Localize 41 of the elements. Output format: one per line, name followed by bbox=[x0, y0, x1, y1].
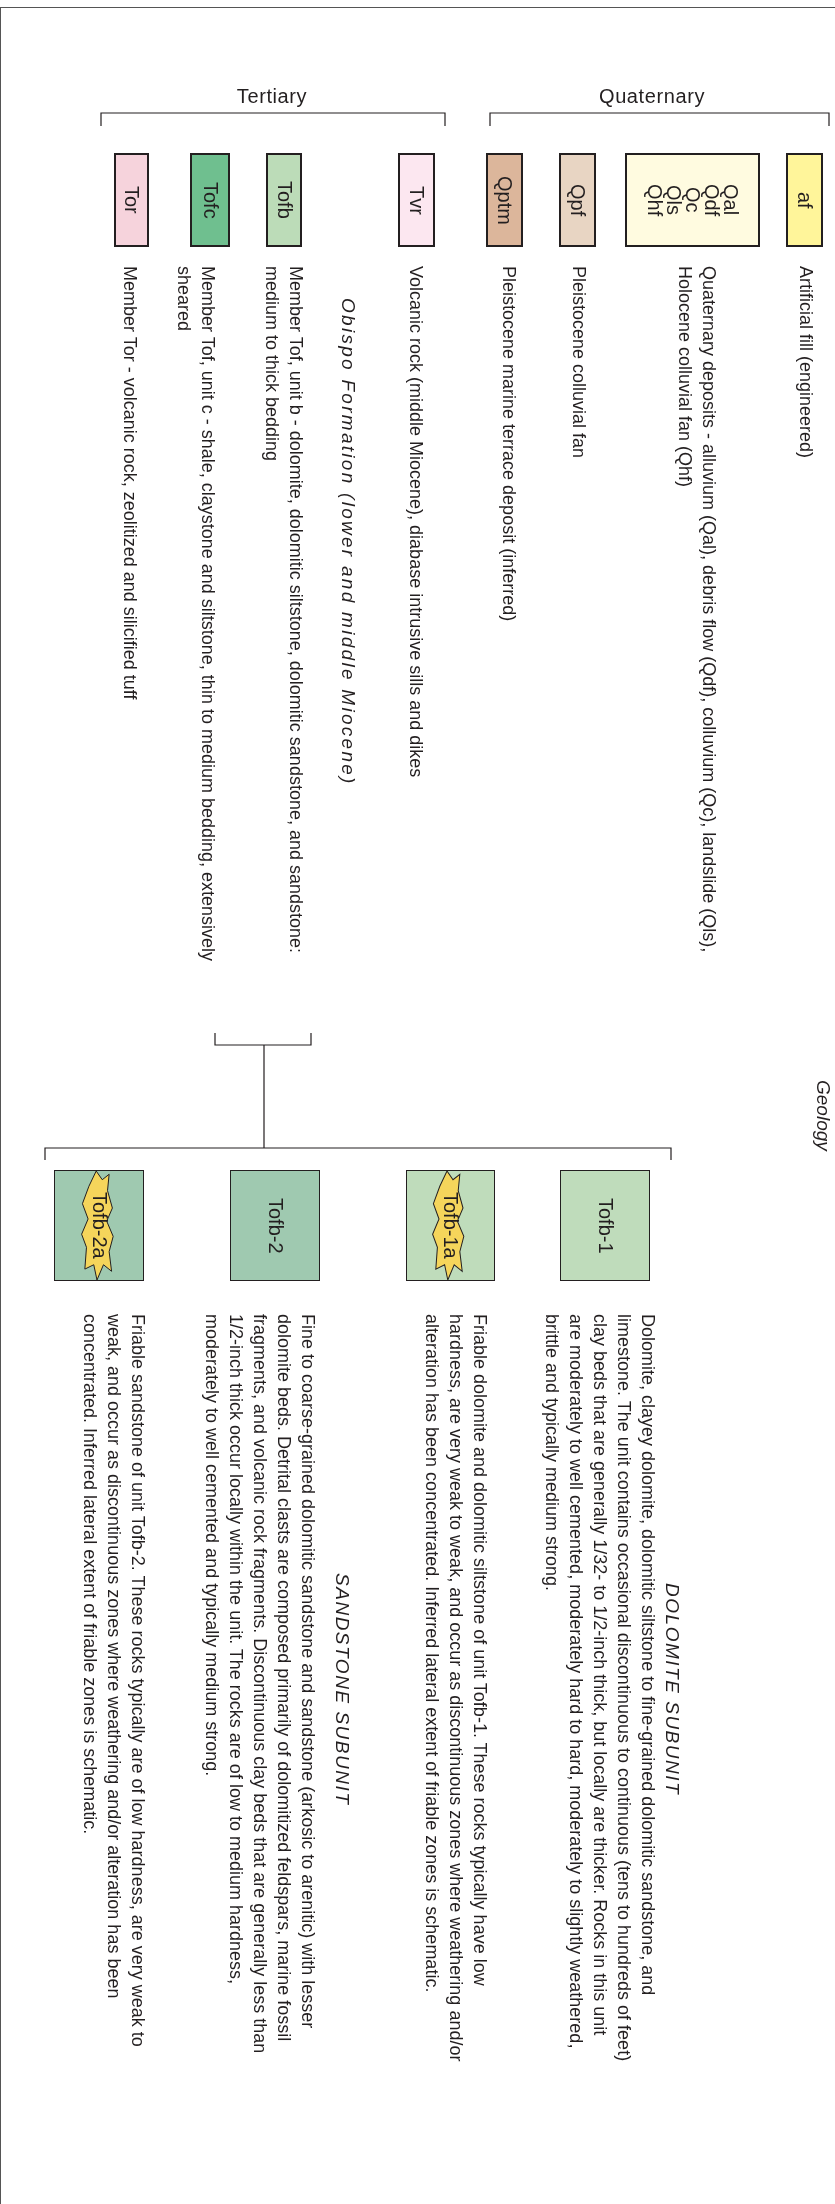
unit-swatch bbox=[786, 153, 823, 247]
formation-heading: Obispo Formation (lower and middle Miocene) bbox=[337, 298, 360, 788]
unit-swatch bbox=[486, 153, 523, 247]
unit-swatch bbox=[560, 1170, 650, 1281]
unit-symbol: Tofb bbox=[274, 181, 294, 219]
unit-swatch bbox=[114, 153, 149, 247]
unit-symbol: Tofc bbox=[200, 181, 220, 219]
unit-description: Dolomite, clayey dolomite, dolomitic siltstone to fine-grained dolomitic sandstone, and limestone. The unit contains occasional discontinuous to continuous (tens to hundreds of feet) clay beds that are generally 1/32- to 1/2-inch thick, but locally are thicker. Rocks in this unit are moderately to well cemented, moderately hard to hard, moderately to slightly weathered, brittle and typically medium strong. bbox=[541, 1314, 659, 2064]
unit-swatch bbox=[625, 153, 760, 247]
unit-symbol: Tvr bbox=[407, 185, 426, 215]
unit-description: Member Tof, unit c - shale, claystone and siltstone, thin to medium bedding, extensively sheared bbox=[173, 266, 219, 964]
unit-description: Friable dolomite and dolomitic siltstone of unit Tofb-1. These rocks typically have low hardness, are very weak to weak, and occur as discontinuous zones where weathering and/or alteration has been concentrated. Inferred lateral extent of friable zones is schematic. bbox=[421, 1314, 491, 2064]
unit-swatch bbox=[190, 153, 230, 247]
subunit-heading: DOLOMITE SUBUNIT bbox=[661, 1581, 684, 1798]
subunit-heading: SANDSTONE SUBUNIT bbox=[331, 1571, 354, 1808]
group-heading: Tertiary bbox=[235, 84, 309, 108]
unit-swatch bbox=[559, 153, 596, 247]
unit-swatch bbox=[398, 153, 435, 247]
unit-swatch bbox=[406, 1170, 495, 1281]
unit-description: Fine to coarse-grained dolomitic sandstone and sandstone (arkosic to arenitic) with lesser dolomite beds. Detrital clasts are composed primarily of dolomitized feldspars, marine fossil fragments, and volcanic rock fragments. Discontinuous clay beds that are generally less than 1/2-inch thick occur locally within the unit. The rocks are of low to medium hardness, moderately to well cemented and typically medium strong. bbox=[201, 1314, 319, 2056]
unit-symbol: Tofb-2a bbox=[89, 1192, 109, 1259]
unit-symbol: Tor bbox=[122, 186, 141, 214]
unit-symbol: af bbox=[795, 191, 814, 209]
unit-description: Member Tor - volcanic rock, zeolitized and silicified tuff bbox=[119, 266, 141, 702]
unit-swatch bbox=[54, 1170, 144, 1281]
unit-description: Pleistocene marine terrace deposit (inferred) bbox=[498, 266, 520, 624]
unit-description: Quaternary deposits - alluvium (Qal), debris flow (Qdf), colluvium (Qc), landslide (Qls), Holocene colluvial fan (Qhf) bbox=[674, 266, 720, 955]
unit-description: Artificial fill (engineered) bbox=[795, 266, 817, 461]
unit-symbol: Tofb-1 bbox=[595, 1197, 615, 1254]
unit-description: Volcanic rock (middle Miocene), diabase intrusive sills and dikes bbox=[405, 266, 427, 780]
unit-symbol: Tofb-2 bbox=[265, 1197, 285, 1254]
unit-symbol: Qal Qdf Qc Qls Qhf bbox=[645, 182, 740, 219]
unit-swatch bbox=[266, 153, 302, 247]
group-heading: Quaternary bbox=[597, 84, 707, 108]
unit-description: Friable sandstone of unit Tofb-2. These rocks typically are of low hardness, are very weak to weak, and occur as discontinuous zones where weathering and/or alteration has been concentrated. Inferred lateral extent of friable zones is schematic. bbox=[79, 1314, 149, 2049]
unit-symbol: Tofb-1a bbox=[441, 1192, 460, 1259]
unit-description: Pleistocene colluvial fan bbox=[568, 266, 590, 461]
unit-symbol: Qptm bbox=[495, 175, 514, 225]
unit-swatch bbox=[230, 1170, 320, 1281]
section-title: Geology bbox=[812, 1080, 835, 1154]
unit-symbol: Qpf bbox=[568, 183, 587, 217]
